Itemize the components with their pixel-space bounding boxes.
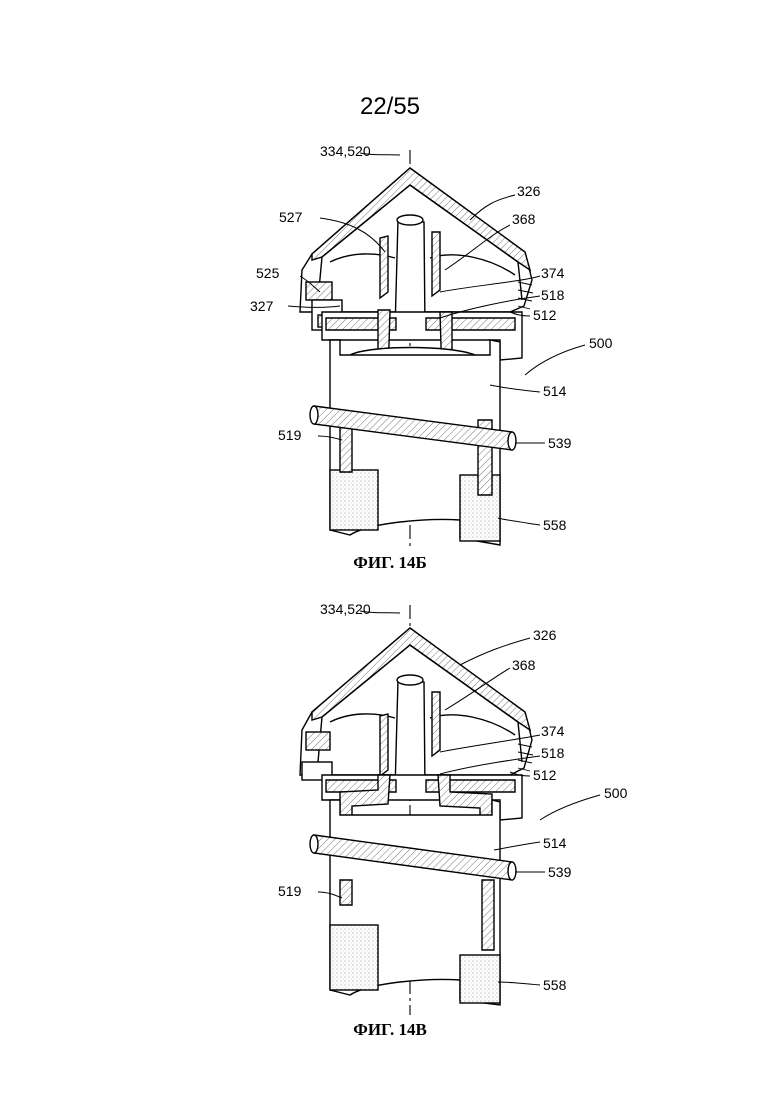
label-518: 518 [541,287,565,303]
label-500: 500 [589,335,613,351]
label-525: 525 [256,265,280,281]
label-334-520: 334,520 [320,601,371,617]
label-374: 374 [541,265,565,281]
label-327: 327 [250,298,274,314]
label-514: 514 [543,835,567,851]
label-334-520: 334,520 [320,143,371,159]
label-514: 514 [543,383,567,399]
label-368: 368 [512,211,536,227]
label-539: 539 [548,435,572,451]
figure-14v-drawing: 334,520 326 368 374 518 512 500 514 539 … [0,595,780,1055]
label-558: 558 [543,977,567,993]
label-368: 368 [512,657,536,673]
label-512: 512 [533,307,557,323]
label-500: 500 [604,785,628,801]
label-519: 519 [278,427,302,443]
figure-caption: ФИГ. 14Б [0,553,780,573]
label-326: 326 [533,627,557,643]
page-number: 22/55 [0,93,780,121]
figure-caption: ФИГ. 14В [0,1020,780,1040]
housing-558 [330,800,500,1005]
label-374: 374 [541,723,565,739]
label-527: 527 [279,209,303,225]
label-519: 519 [278,883,302,899]
label-558: 558 [543,517,567,533]
figure-14b-drawing: 334,520 326 527 368 525 374 518 327 512 … [0,135,780,580]
label-539: 539 [548,864,572,880]
label-512: 512 [533,767,557,783]
label-326: 326 [517,183,541,199]
label-518: 518 [541,745,565,761]
